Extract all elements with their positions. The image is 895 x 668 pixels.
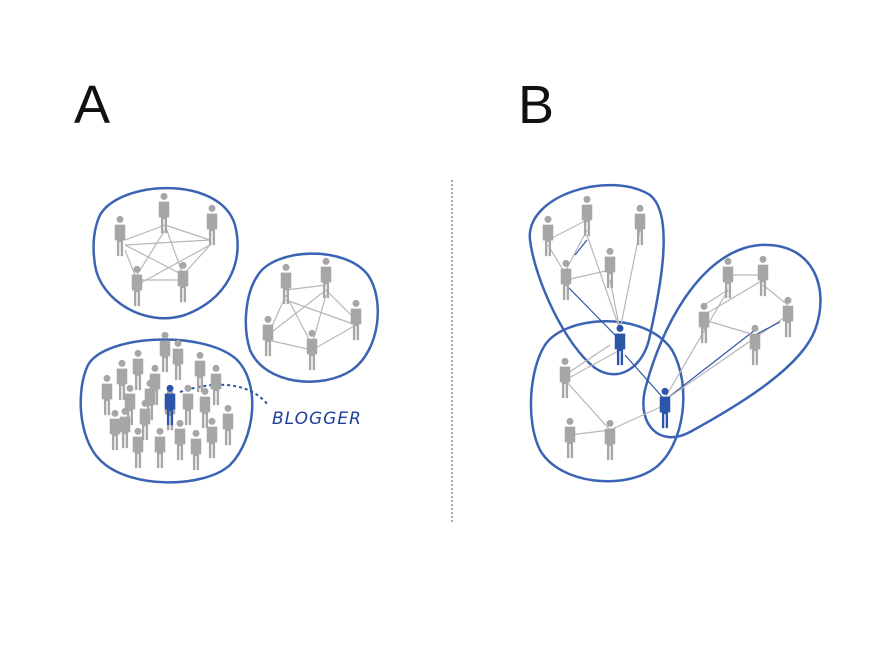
person-icon: [159, 331, 171, 373]
person-icon: [559, 357, 571, 399]
person-icon: [757, 255, 769, 297]
cluster-b2-outline: [529, 320, 685, 483]
person-icon: [114, 215, 126, 257]
cluster-a3: [79, 338, 254, 484]
cluster-a3-outline: [79, 338, 254, 484]
person-icon: [210, 364, 222, 406]
blogger-connector: [179, 383, 269, 406]
cluster-b2: [529, 320, 685, 483]
panel-b-label: B: [518, 75, 555, 135]
cluster-b1-outline: [528, 183, 665, 376]
cluster-a2-outline: [244, 252, 380, 383]
person-icon: [172, 339, 184, 381]
person-icon: [560, 259, 572, 301]
highlighted-person-icon: [614, 324, 626, 366]
person-icon: [190, 429, 202, 471]
person-icon: [782, 296, 794, 338]
cluster-a2: [244, 252, 380, 383]
panel-b: [528, 183, 822, 483]
blogger-label: BLOGGER: [272, 409, 362, 429]
person-icon: [262, 315, 274, 357]
person-icon: [206, 417, 218, 459]
person-icon: [749, 324, 761, 366]
person-icon: [154, 427, 166, 469]
cluster-b3: [642, 243, 822, 439]
person-icon: [320, 257, 332, 299]
person-icon: [222, 404, 234, 446]
person-icon: [109, 409, 121, 451]
panel-a-label: A: [74, 75, 111, 135]
cluster-a1-outline: [92, 186, 239, 320]
cluster-b1: [528, 183, 665, 376]
cluster-b3-outline: [642, 243, 822, 439]
person-icon: [634, 204, 646, 246]
person-icon: [182, 384, 194, 426]
person-icon: [174, 419, 186, 461]
person-icon: [132, 349, 144, 391]
person-icon: [350, 299, 362, 341]
person-icon: [177, 261, 189, 303]
panel-b-links: [547, 219, 789, 436]
panel-divider: [451, 180, 453, 522]
highlighted-person-icon: [164, 384, 176, 426]
person-icon: [101, 374, 113, 416]
person-icon: [132, 427, 144, 469]
highlighted-person-icon: [659, 387, 671, 429]
panel-a: BLOGGER: [79, 186, 380, 484]
person-icon: [306, 329, 318, 371]
person-icon: [564, 417, 576, 459]
person-icon: [280, 263, 292, 305]
